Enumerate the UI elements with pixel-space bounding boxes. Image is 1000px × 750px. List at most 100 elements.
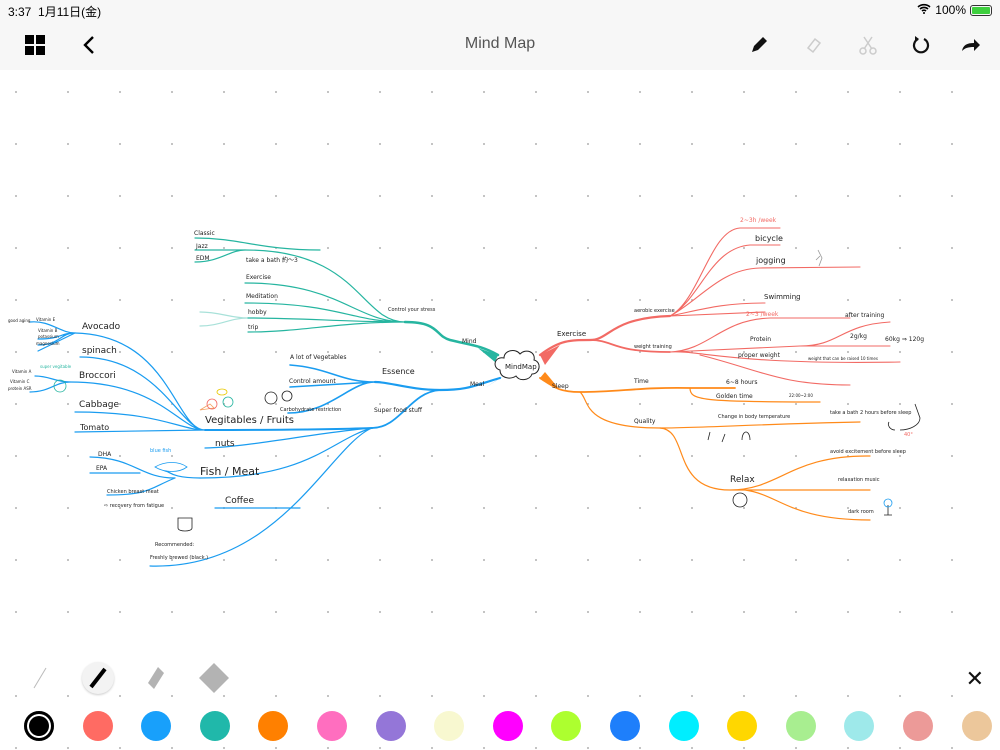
stress-label: Control your stress [388, 307, 436, 313]
battery-icon [970, 4, 992, 16]
lamp-doodle-icon [884, 505, 892, 516]
quality-label: Quality [634, 418, 656, 425]
body-temp-doodle-icon [707, 431, 751, 443]
scissors-icon[interactable] [855, 32, 881, 58]
jogger-doodle-icon [815, 249, 823, 267]
fish-meat-label: Fish / Meat [200, 465, 260, 478]
meditation-label: Meditation [246, 293, 278, 300]
color-swatch[interactable] [844, 711, 875, 741]
epa-label: EPA [96, 465, 108, 472]
center-label: MindMap [505, 363, 537, 371]
superfood-label: Super food stuff [374, 407, 423, 414]
color-swatch[interactable] [610, 711, 640, 741]
color-swatch[interactable] [317, 711, 347, 741]
pen-toolbar: ✕ [0, 650, 1000, 750]
color-swatch[interactable] [141, 711, 172, 741]
apple-doodle-icon [206, 398, 218, 410]
status-date: 1月11日(金) [38, 5, 102, 19]
pen-size-thick[interactable] [140, 662, 172, 694]
coffee-cup-icon [177, 517, 193, 532]
center-cloud [494, 350, 540, 381]
noodle-doodle-icon [264, 391, 278, 405]
edm-label: EDM [196, 255, 210, 262]
exercise-label: Exercise [557, 330, 586, 338]
sleep-branches [539, 377, 871, 521]
back-icon[interactable] [76, 32, 102, 58]
vegfruits-label: Vegitables / Fruits [205, 415, 294, 426]
relaxation-music-label: relaxation music [838, 477, 880, 483]
vitamin-b-label: Vitamin B [38, 328, 58, 333]
bath-doodle-icon [887, 403, 921, 431]
wifi-icon [917, 3, 931, 17]
body-temp-label: Change in body temperature [718, 414, 790, 420]
good-aging-label: good aging [8, 318, 31, 323]
color-swatch[interactable] [199, 711, 230, 741]
color-swatch[interactable] [24, 711, 54, 741]
control-amount-label: Control amount [289, 378, 336, 385]
spinach-label: spinach [82, 346, 117, 356]
color-swatch[interactable] [258, 711, 289, 741]
mind-map: MindMap Mind Control your stress take a … [8, 217, 924, 567]
broccoli-doodle-icon [53, 379, 67, 393]
color-swatch[interactable] [961, 711, 992, 741]
avocado-label: Avocado [82, 322, 121, 332]
temperature-label: 40° [904, 432, 913, 438]
hobby-label: hobby [248, 309, 267, 316]
pen-size-thin[interactable] [24, 662, 56, 694]
status-time: 3:37 [8, 5, 32, 19]
pen-icon[interactable] [746, 32, 772, 58]
magnesium-label: magnesium [36, 341, 60, 346]
undo-icon[interactable] [908, 32, 934, 58]
nuts-label: nuts [215, 439, 235, 449]
dark-room-label: dark room [848, 509, 874, 515]
exercise-branches [538, 227, 901, 386]
weight-training-label: weight training [634, 344, 672, 350]
golden-hours-label: 22:00~2:00 [789, 393, 813, 398]
color-swatch[interactable] [82, 711, 113, 741]
grid-icon[interactable] [22, 32, 48, 58]
eraser-icon[interactable] [801, 32, 827, 58]
meal-branches [29, 321, 502, 567]
color-swatch[interactable] [727, 711, 758, 741]
rice-doodle-icon [281, 390, 293, 402]
protein-ex-label: Protein [750, 336, 771, 343]
weight-freq-label: 2~3 /week [746, 311, 779, 318]
vitamin-e-label: Vitamin E [36, 317, 56, 322]
color-swatch[interactable] [668, 711, 699, 741]
pen-size-medium[interactable] [82, 662, 114, 694]
relax-label: Relax [730, 475, 755, 485]
chicken-label: Chicken breast meat [107, 489, 159, 495]
raise-10-label: weight that can be raised 10 times [808, 356, 878, 361]
after-training-label: after training [845, 312, 885, 319]
vegetables-label: A lot of Vegetables [290, 354, 346, 361]
color-swatch[interactable] [375, 711, 406, 741]
color-swatch[interactable] [903, 711, 933, 741]
vitamin-c-label: Vitamin C [10, 379, 30, 384]
protein-ratio-label: 2g/kg [850, 333, 867, 340]
color-swatch[interactable] [434, 711, 465, 741]
meal-label: Meal [470, 381, 485, 388]
fresh-label: Freshly brewed (black.) [150, 555, 208, 561]
pen-size-extra-thick[interactable] [198, 662, 230, 694]
avoid-excitement-label: avoid excitement before sleep [830, 449, 906, 455]
color-swatch[interactable] [551, 711, 582, 741]
coffee-label: Coffee [225, 496, 255, 506]
color-swatch[interactable] [492, 711, 523, 741]
tomato-label: Tomato [79, 423, 109, 432]
golden-time-label: Golden time [716, 393, 753, 400]
fish-doodle-icon [154, 462, 188, 472]
potassium-label: potassium [38, 334, 59, 339]
broccoli-label: Broccori [79, 371, 116, 381]
exercise-mind-label: Exercise [246, 274, 271, 281]
aerobic-label: aerobic exercise [634, 308, 675, 314]
recovery-label: ⇨ recovery from fatigue [104, 503, 164, 509]
navigation-bar: Mind Map [0, 20, 1000, 70]
drawing-canvas[interactable]: MindMap Mind Control your stress take a … [0, 70, 1000, 650]
status-bar: 3:37 1月11日(金) 100% [0, 0, 1000, 20]
color-swatch[interactable] [785, 711, 816, 741]
proper-weight-label: proper weight [738, 352, 781, 359]
redo-icon[interactable] [958, 32, 984, 58]
swimming-label: Swimming [764, 293, 801, 301]
classic-label: Classic [194, 230, 215, 237]
close-toolbar-button[interactable]: ✕ [965, 666, 984, 691]
